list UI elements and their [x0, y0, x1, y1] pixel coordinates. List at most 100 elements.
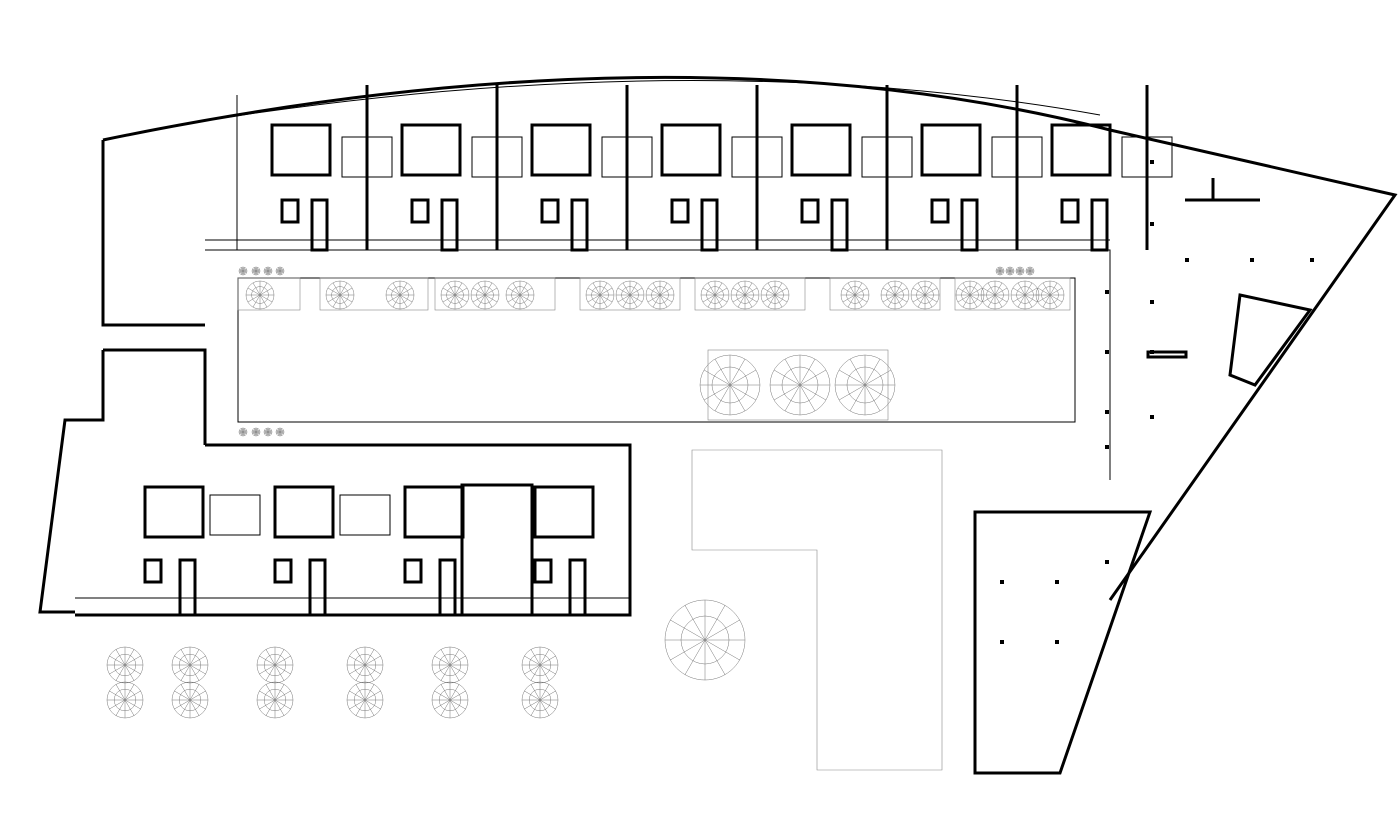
shaft [960, 198, 979, 252]
tree-branch [1029, 268, 1034, 272]
tree-branch [276, 268, 281, 272]
tree-icon [238, 427, 248, 437]
east-bench [1146, 350, 1188, 359]
tree-branch [997, 267, 1001, 272]
tree-icon [615, 280, 645, 310]
tree-branch [265, 428, 269, 433]
tree-branch [714, 358, 731, 386]
tree-branch [539, 664, 550, 681]
tree-branch [912, 287, 926, 296]
tree-branch [253, 270, 257, 275]
tree-branch [744, 287, 758, 296]
tree-branch [729, 358, 746, 386]
tree-icon [431, 681, 469, 719]
column-icon [1105, 410, 1109, 414]
elevator [533, 558, 553, 584]
tree-branch [592, 282, 601, 296]
tree-branch [449, 690, 466, 701]
tree-branch [704, 639, 740, 661]
tree-branch [124, 655, 141, 666]
tree-branch [472, 287, 486, 296]
tree-branch [279, 429, 284, 433]
unit-room [1050, 123, 1112, 177]
tree-branch [434, 664, 451, 675]
tree-branch [1009, 268, 1014, 272]
tree-icon [955, 280, 985, 310]
tree-branch [539, 699, 550, 716]
tree-branch [659, 287, 673, 296]
tree-branch [124, 664, 135, 681]
tree-branch [279, 270, 283, 275]
tree-branch [242, 429, 247, 433]
tree-branch [670, 619, 706, 641]
tree-icon [880, 280, 910, 310]
tree-branch [189, 690, 206, 701]
tree-branch [454, 287, 468, 296]
tree-branch [599, 282, 608, 296]
tree-branch [180, 664, 191, 681]
tree-branch [969, 294, 983, 303]
tree-branch [864, 369, 892, 386]
elevator [143, 558, 163, 584]
west-wing [38, 348, 207, 614]
tree-branch [434, 690, 451, 701]
tree-icon [385, 280, 415, 310]
tree-branch [744, 282, 753, 296]
tree-branch [774, 294, 783, 308]
tree-branch [1007, 270, 1011, 275]
tree-branch [124, 684, 135, 701]
tree-branch [477, 282, 486, 296]
tree-branch [882, 287, 896, 296]
tree-branch [259, 699, 276, 710]
tree-branch [622, 282, 631, 296]
tree-branch [767, 294, 776, 308]
tree-branch [247, 287, 261, 296]
l-shaped-building-outline [691, 449, 943, 771]
tree-branch [440, 684, 451, 701]
tree-branch [704, 639, 726, 675]
tree-branch [732, 294, 746, 303]
tree-branch [454, 294, 463, 308]
tree-branch [255, 268, 260, 272]
tree-branch [454, 282, 463, 296]
tree-branch [1012, 294, 1026, 303]
courtyard [237, 277, 1076, 423]
tree-branch [399, 294, 408, 308]
tree-branch [364, 699, 381, 710]
tree-branch [115, 664, 126, 681]
tree-branch [617, 287, 631, 296]
tree-branch [684, 639, 706, 675]
tree-branch [737, 294, 746, 308]
elevator [930, 198, 950, 224]
tree-branch [838, 384, 866, 401]
tree-branch [987, 282, 996, 296]
tree-branch [982, 294, 996, 303]
tree-branch [115, 649, 126, 666]
tree-branch [252, 431, 257, 435]
east-stair-core [1228, 293, 1313, 387]
tree-branch [259, 664, 276, 675]
tree-branch [242, 268, 247, 272]
tree-branch [267, 270, 271, 275]
tree-branch [1019, 267, 1023, 272]
tree-icon [585, 280, 615, 310]
unit-room [533, 485, 595, 539]
tree-branch [714, 287, 728, 296]
tree-branch [364, 649, 375, 666]
tree-branch [242, 270, 247, 274]
shaft [700, 198, 719, 252]
tree-branch [109, 655, 126, 666]
tree-branch [1024, 287, 1038, 296]
tree-branch [1037, 287, 1051, 296]
tree-branch [999, 270, 1004, 274]
tree-branch [799, 384, 827, 401]
tree-branch [242, 431, 246, 436]
tree-branch [924, 294, 933, 308]
tree-branch [449, 699, 466, 710]
tree-branch [994, 282, 1003, 296]
column-icon [1000, 580, 1004, 584]
tree-branch [519, 294, 528, 308]
tree-branch [239, 270, 244, 274]
tree-branch [917, 282, 926, 296]
tree-branch [784, 384, 801, 412]
